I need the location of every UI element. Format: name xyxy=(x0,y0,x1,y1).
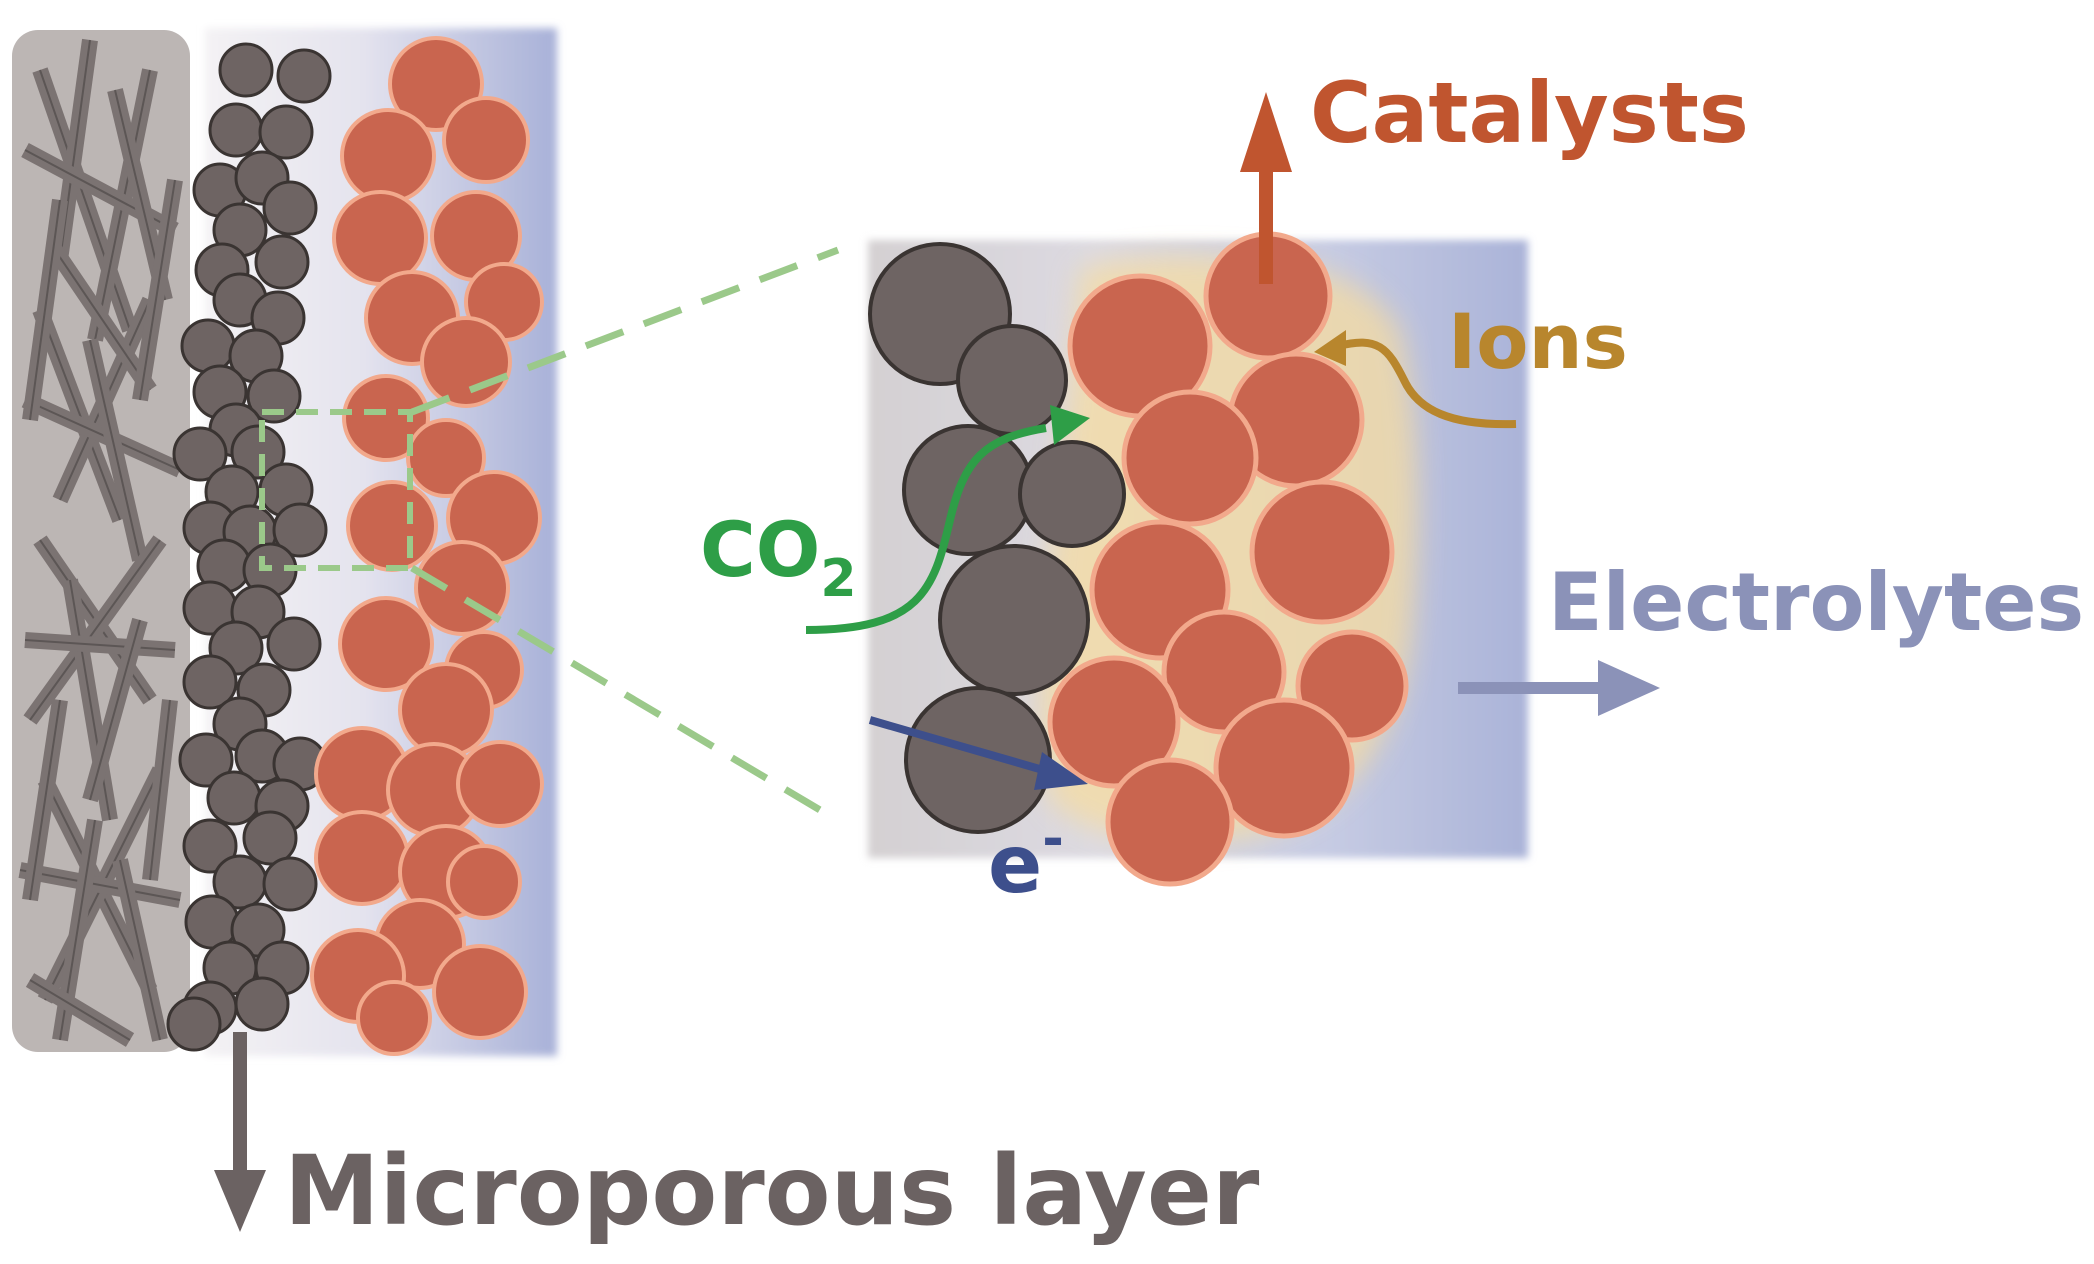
catalyst-particle xyxy=(420,316,512,408)
electron-label-main: e xyxy=(988,818,1042,911)
zoom-line-bottom xyxy=(410,564,822,814)
carbon-fiber-edge xyxy=(24,399,181,471)
microporous-particles xyxy=(166,42,332,1052)
co2-label-subscript: 2 xyxy=(820,549,856,609)
carbon-fiber-edge xyxy=(29,199,61,421)
co2-arrow xyxy=(805,424,1047,634)
electron-label: e- xyxy=(988,809,1064,911)
electron-arrow-shaft xyxy=(868,716,1052,776)
carbon-particle xyxy=(182,654,238,710)
microporous-label: Microporous layer xyxy=(284,1135,1260,1247)
carbon-fiber-edge xyxy=(59,39,91,261)
carbon-particle xyxy=(246,368,302,424)
ions-arrow-head xyxy=(1314,330,1346,366)
zoom-carbon-particle xyxy=(904,686,1052,834)
catalyst-particle xyxy=(314,810,410,906)
co2-label-main: CO xyxy=(700,505,820,594)
catalysts-label: Catalysts xyxy=(1310,64,1749,162)
catalyst-particle xyxy=(338,596,434,692)
carbon-particle xyxy=(242,810,298,866)
carbon-fiber-edge xyxy=(119,859,161,1041)
carbon-fibers xyxy=(18,38,184,1047)
zoom-catalyst-particle xyxy=(1213,697,1355,839)
catalysts-arrow-head xyxy=(1240,92,1292,172)
zoom-catalyst-particle xyxy=(1249,479,1395,625)
zoom-catalyst-particle xyxy=(1047,655,1181,789)
catalyst-particle xyxy=(406,418,486,498)
carbon-fiber-edge xyxy=(89,339,141,561)
catalyst-particles xyxy=(310,36,544,1056)
carbon-fiber-edge xyxy=(29,979,131,1041)
carbon-particle xyxy=(184,894,240,950)
ions-label: Ions xyxy=(1448,297,1628,386)
co2-arrow-head xyxy=(1050,405,1090,445)
catalyst-particle xyxy=(446,844,522,920)
zoom-catalyst-particles xyxy=(1047,231,1409,887)
carbon-particle xyxy=(254,234,310,290)
carbon-fiber-edge xyxy=(54,249,151,391)
zoom-carbon-particle xyxy=(1018,440,1126,548)
carbon-particle xyxy=(230,424,286,480)
carbon-fiber-edge xyxy=(29,699,61,901)
carbon-fiber-edge xyxy=(139,179,176,401)
zoom-carbon-particle xyxy=(938,544,1090,696)
catalyst-particle xyxy=(356,980,432,1056)
zoom-carbon-particle xyxy=(902,424,1034,556)
zoom-catalyst-particle xyxy=(1121,389,1259,527)
carbon-particle xyxy=(266,616,322,672)
zoom-box xyxy=(259,409,413,571)
carbon-particle xyxy=(182,818,238,874)
electrolytes-arrow-head xyxy=(1598,660,1660,716)
carbon-particle xyxy=(178,732,234,788)
carbon-fiber-edge xyxy=(39,309,121,521)
catalyst-particle xyxy=(432,944,528,1040)
catalyst-particle xyxy=(340,108,436,204)
catalyst-particle xyxy=(346,480,438,572)
carbon-fiber-edge xyxy=(89,619,141,801)
zoom-line-top xyxy=(410,246,840,416)
electron-label-superscript: - xyxy=(1042,809,1064,869)
carbon-particle xyxy=(262,856,318,912)
co2-label: CO2 xyxy=(700,505,857,609)
carbon-particle xyxy=(262,180,318,236)
electron-arrow-head xyxy=(1034,752,1088,790)
ions-arrow xyxy=(1337,338,1517,429)
zoom-catalyst-particle xyxy=(1105,757,1235,887)
electrolytes-label: Electrolytes xyxy=(1548,556,2084,649)
carbon-fiber-edge xyxy=(149,699,171,881)
carbon-particle xyxy=(172,426,228,482)
catalyst-particle xyxy=(398,662,494,758)
carbon-particle xyxy=(166,996,222,1052)
carbon-particle xyxy=(180,318,236,374)
carbon-particle xyxy=(218,42,274,98)
zoom-carbon-particles xyxy=(868,242,1126,834)
carbon-fiber-edge xyxy=(29,539,161,721)
catalyst-particle xyxy=(456,740,544,828)
carbon-particle xyxy=(206,770,262,826)
carbon-particle xyxy=(276,48,332,104)
carbon-fiber-edge xyxy=(19,869,181,901)
microporous-arrow-head xyxy=(214,1170,266,1232)
carbon-particle xyxy=(258,104,314,160)
carbon-fiber-edge xyxy=(24,639,176,651)
carbon-particle xyxy=(234,976,290,1032)
catalyst-particle xyxy=(442,96,530,184)
carbon-particle xyxy=(208,102,264,158)
zoom-carbon-particle xyxy=(956,324,1068,436)
carbon-fiber-edge xyxy=(39,69,131,331)
carbon-particle xyxy=(272,502,328,558)
